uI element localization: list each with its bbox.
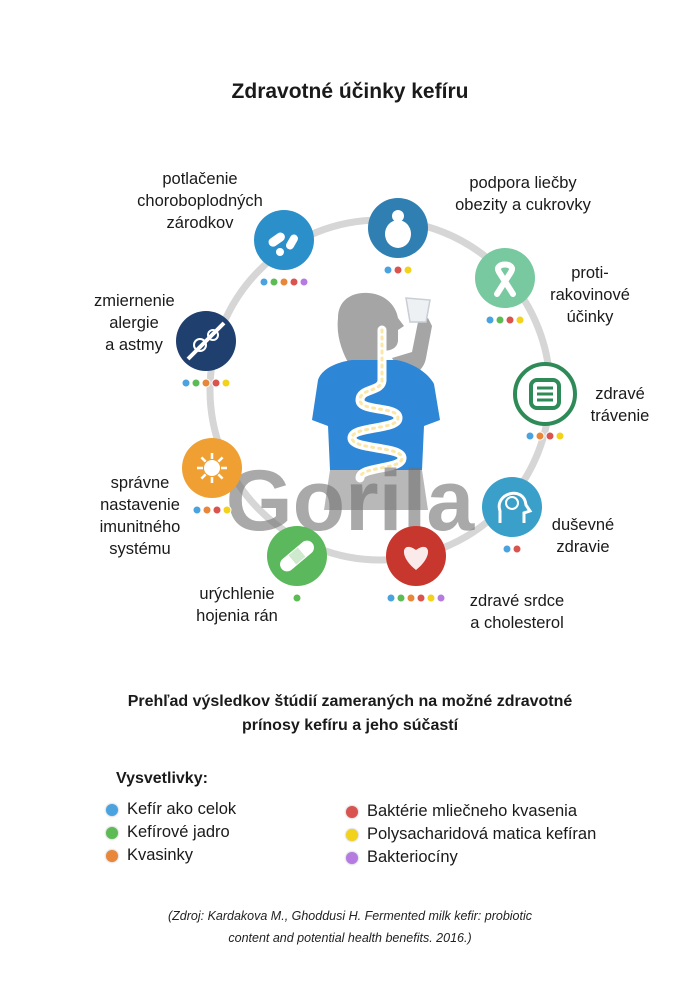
source-citation: (Zdroj: Kardakova M., Ghoddusi H. Fermen… bbox=[167, 909, 533, 945]
marker-dot-yellow bbox=[555, 431, 565, 441]
marker-dot-blue bbox=[386, 593, 396, 603]
marker-dot-blue bbox=[485, 315, 495, 325]
benefit-node-no-allergy bbox=[176, 311, 236, 388]
benefit-label-pathogens: potlačenie choroboplodných zárodkov bbox=[137, 170, 263, 232]
immune-cell-icon bbox=[197, 453, 227, 483]
heart-icon bbox=[403, 546, 429, 570]
legend-dot-green bbox=[106, 826, 118, 839]
marker-dot-yellow bbox=[221, 378, 231, 388]
legend-dot-yellow bbox=[346, 828, 358, 841]
marker-dot-green bbox=[191, 378, 201, 388]
no-allergy-icon bbox=[186, 321, 226, 361]
bandage-icon bbox=[280, 540, 314, 572]
brain-head-icon bbox=[497, 491, 533, 523]
benefit-node-intestine bbox=[513, 362, 577, 441]
legend-item-whole-kefir: Kefír ako celok bbox=[106, 800, 236, 819]
marker-dot-green bbox=[269, 277, 279, 287]
legend-item-lactic-bacteria: Baktérie mliečneho kvasenia bbox=[346, 802, 577, 821]
benefit-label-immune: správne nastavenie imunitného systému bbox=[99, 474, 181, 558]
marker-dot-green bbox=[292, 593, 302, 603]
obesity-icon bbox=[385, 210, 411, 248]
marker-dot-blue bbox=[192, 505, 202, 515]
marker-dot-red bbox=[393, 265, 403, 275]
benefits-diagram: Gorila bbox=[176, 198, 577, 603]
legend-dot-purple bbox=[346, 851, 358, 864]
marker-dot-orange bbox=[201, 378, 211, 388]
marker-dot-blue bbox=[502, 544, 512, 554]
benefit-label-mental-health: duševné zdravie bbox=[551, 516, 615, 556]
marker-dot-blue bbox=[181, 378, 191, 388]
marker-dot-green bbox=[396, 593, 406, 603]
benefit-node-immune-cell bbox=[182, 438, 242, 515]
marker-dot-red bbox=[545, 431, 555, 441]
marker-dot-orange bbox=[535, 431, 545, 441]
person-drinking-kefir-illustration bbox=[312, 292, 440, 510]
intestine-icon bbox=[529, 378, 561, 410]
marker-dot-yellow bbox=[403, 265, 413, 275]
watermark: Gorila bbox=[226, 453, 476, 549]
legend-item-yeasts: Kvasinky bbox=[106, 846, 193, 865]
legend-item-kefir-grain: Kefírové jadro bbox=[106, 823, 230, 842]
marker-dot-red bbox=[416, 593, 426, 603]
subtitle: Prehľad výsledkov štúdií zameraných na m… bbox=[127, 693, 573, 734]
marker-dot-yellow bbox=[222, 505, 232, 515]
benefit-node-brain-head bbox=[482, 477, 542, 554]
marker-dot-red bbox=[512, 544, 522, 554]
marker-dot-purple bbox=[299, 277, 309, 287]
marker-dot-green bbox=[495, 315, 505, 325]
marker-dot-yellow bbox=[426, 593, 436, 603]
page-title: Zdravotné účinky kefíru bbox=[231, 80, 469, 103]
legend-dot-red bbox=[346, 805, 358, 818]
marker-dot-orange bbox=[279, 277, 289, 287]
benefit-node-ribbon bbox=[475, 248, 535, 325]
legend-title: Vysvetlivky: bbox=[116, 770, 208, 787]
ribbon-icon bbox=[494, 261, 516, 297]
marker-dot-blue bbox=[525, 431, 535, 441]
benefit-node-bandage bbox=[267, 526, 327, 603]
marker-dot-orange bbox=[406, 593, 416, 603]
marker-dot-yellow bbox=[515, 315, 525, 325]
benefit-node-heart bbox=[386, 526, 446, 603]
benefit-label-anticancer: proti- rakovinové účinky bbox=[550, 264, 630, 326]
marker-dot-purple bbox=[436, 593, 446, 603]
benefit-label-digestion: zdravé trávenie bbox=[590, 385, 650, 425]
marker-dot-red bbox=[289, 277, 299, 287]
benefit-label-obesity: podpora liečby obezity a cukrovky bbox=[455, 174, 591, 214]
marker-dot-red bbox=[211, 378, 221, 388]
marker-dot-blue bbox=[259, 277, 269, 287]
marker-dot-red bbox=[505, 315, 515, 325]
marker-dot-orange bbox=[202, 505, 212, 515]
benefit-node-obesity bbox=[368, 198, 428, 275]
marker-dot-blue bbox=[383, 265, 393, 275]
legend-item-kefiran: Polysacharidová matica kefíran bbox=[346, 825, 596, 844]
legend-dot-blue bbox=[106, 803, 118, 816]
benefit-label-heart: zdravé srdce a cholesterol bbox=[469, 592, 565, 632]
legend-item-bacteriocins: Bakteriocíny bbox=[346, 848, 458, 867]
bacteria-icon bbox=[268, 232, 298, 256]
benefit-label-wound-healing: urýchlenie hojenia rán bbox=[196, 585, 278, 625]
marker-dot-red bbox=[212, 505, 222, 515]
benefit-label-allergy: zmiernenie alergie a astmy bbox=[94, 292, 175, 354]
benefit-node-bacteria bbox=[254, 210, 314, 287]
legend-dot-orange bbox=[106, 849, 118, 862]
